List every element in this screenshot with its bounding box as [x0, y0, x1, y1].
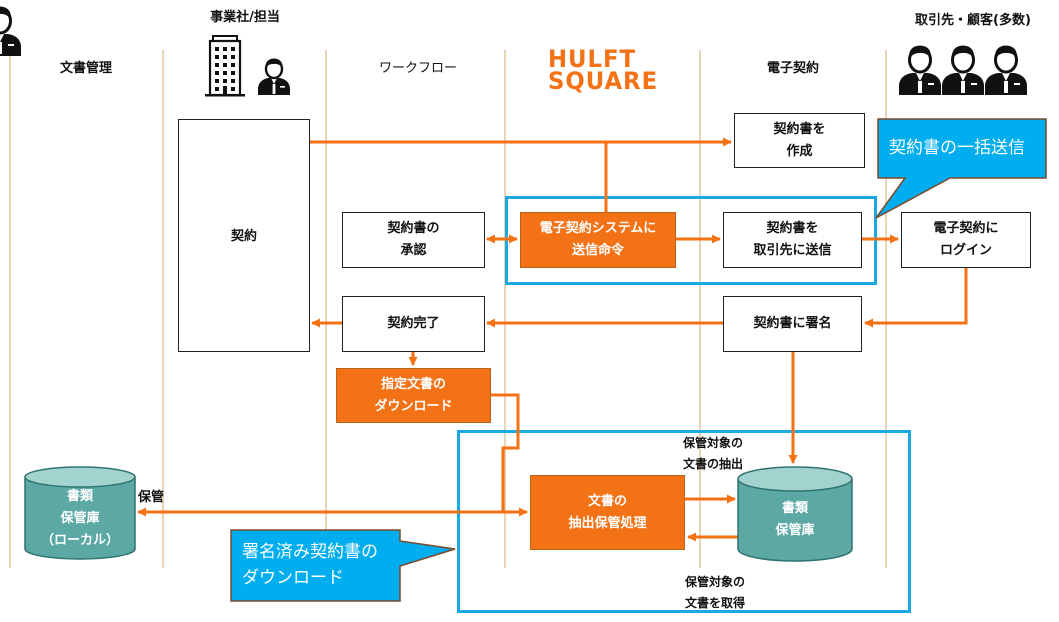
- download-document-box: 指定文書の ダウンロード: [336, 368, 491, 423]
- logo-line: SQUARE: [548, 67, 659, 95]
- extract-target-label: 保管対象の 文書の抽出: [663, 433, 763, 475]
- box-text: 契約書の: [387, 221, 440, 236]
- storage-text: 保管庫: [60, 511, 100, 526]
- box-text: 取引先に送信: [753, 243, 832, 258]
- lane-header-document-management: 文書管理: [59, 61, 113, 76]
- logo-line: HULFT: [548, 45, 637, 73]
- box-text: 作成: [786, 143, 813, 159]
- callout-bulk-send-shape: [875, 118, 1047, 219]
- box-text: 指定文書の: [380, 376, 446, 392]
- login-box: 電子契約に ログイン: [901, 212, 1031, 268]
- callout-text-line: 署名済み契約書の: [242, 542, 378, 562]
- label-text: 文書の抽出: [682, 457, 743, 471]
- box-text: 契約書に署名: [753, 316, 832, 331]
- storage-process-highlight-frame: [457, 430, 911, 613]
- create-contract-box: 契約書を 作成: [734, 113, 865, 168]
- box-text: ログイン: [939, 243, 992, 258]
- label-text: 保管対象の: [682, 436, 743, 450]
- local-storage-cylinder: [24, 466, 136, 560]
- label-text: 文書を取得: [684, 596, 745, 610]
- contract-box: 契約: [178, 119, 310, 352]
- approval-box: 契約書の 承認: [342, 212, 485, 268]
- box-text: 契約書を: [773, 121, 826, 137]
- callout-bulk-send: 契約書の一括送信: [889, 135, 1025, 161]
- box-text: 電子契約に: [933, 221, 999, 236]
- contract-complete-box: 契約完了: [342, 296, 485, 352]
- local-storage-label: 書類 保管庫 （ローカル）: [25, 486, 135, 552]
- customer-group-icon: [0, 6, 1029, 97]
- storage-text: 書類: [781, 501, 808, 516]
- box-text: 文書の: [587, 493, 627, 509]
- box-text: 契約完了: [387, 316, 440, 331]
- send-command-box: 電子契約システムに 送信命令: [520, 212, 676, 268]
- storage-text: （ローカル）: [40, 533, 119, 548]
- cloud-storage-label: 書類 保管庫: [738, 498, 852, 542]
- callout-text-line: 契約書の一括送信: [889, 138, 1025, 158]
- building-icon: [205, 35, 245, 97]
- hulft-square-logo: HULFT SQUARE: [548, 45, 659, 95]
- box-text: 契約書を: [766, 221, 819, 236]
- box-text: 電子契約システムに: [539, 221, 657, 236]
- extract-store-box: 文書の 抽出保管処理: [530, 475, 685, 550]
- store-label: 保管: [138, 490, 165, 505]
- box-text: 抽出保管処理: [568, 515, 647, 531]
- arrow-login-to-sign: [864, 267, 968, 328]
- box-text: 契約: [230, 229, 257, 244]
- storage-text: 書類: [66, 489, 93, 504]
- box-text: 承認: [400, 243, 427, 258]
- arrow-download-to-extract: [491, 393, 528, 517]
- lane-header-e-contract: 電子契約: [766, 61, 820, 76]
- callout-signed-download-shape: [230, 529, 456, 602]
- send-to-partner-box: 契約書を 取引先に送信: [723, 212, 862, 268]
- sign-contract-box: 契約書に署名: [723, 296, 862, 352]
- lane-header-customers: 取引先・顧客(多数): [915, 13, 1031, 28]
- cloud-storage-cylinder: [737, 466, 853, 562]
- business-person-icon: [258, 58, 290, 95]
- callout-text-line: ダウンロード: [242, 568, 344, 588]
- storage-text: 保管庫: [775, 523, 815, 538]
- box-text: ダウンロード: [374, 398, 453, 414]
- retrieve-target-label: 保管対象の 文書を取得: [665, 572, 765, 614]
- callout-signed-download: 署名済み契約書の ダウンロード: [242, 539, 378, 591]
- label-text: 保管対象の: [684, 575, 745, 589]
- lane-header-workflow: ワークフロー: [378, 61, 458, 76]
- lane-header-business: 事業社/担当: [210, 10, 280, 25]
- box-text: 送信命令: [571, 243, 624, 258]
